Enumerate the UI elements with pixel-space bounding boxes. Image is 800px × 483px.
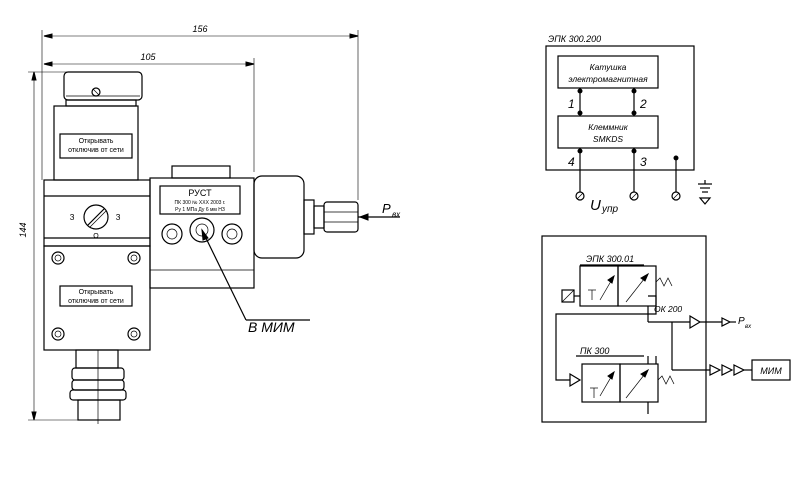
bolt-icon [51,251,65,265]
pin3-label: 3 [640,155,647,169]
warning-label-top [59,133,133,159]
valve-top-label: ЭПК 300.01 [586,254,634,264]
valve-top-cell-left [579,265,619,307]
mode-knob-icon [83,204,109,230]
outlet-label: В МИМ [248,319,295,335]
terminal-line1: Клеммник [588,122,628,132]
terminal-icon [671,191,681,201]
terminal-icon [629,191,639,201]
pilot-icon [569,372,582,388]
pin4-label: 4 [568,155,575,169]
warning-top-line1: Открывать [79,138,114,145]
warning-label-bottom [59,285,133,307]
spring-icon [657,375,675,385]
plate-title: РУСТ [188,188,212,198]
actuator-box [751,359,791,381]
knob-left-label: З [70,213,75,222]
pneu-inlet-p: P [738,316,745,327]
flange: З З О [43,179,151,265]
inlet-arrow-icon [721,317,732,327]
valve-body: РУСТ ПК 300 № ХХХ 2003 г. Ру 1 МПа Ду 6 … [149,165,255,289]
check-valve-icon [689,314,702,330]
dim-156-label: 156 [192,24,207,34]
actuator-label: МИМ [760,366,782,376]
voltage-label: U [590,197,601,214]
valve-bottom-cell-right [619,363,659,403]
bolt-icon [127,251,141,265]
wiring-diagram: ЭПК 300.200 Катушка электромагнитная Кле… [545,34,712,215]
name-plate [159,185,241,215]
inlet-p-label: P [382,201,391,216]
coil-line2: электромагнитная [568,74,648,84]
outlet-arrow-icon [709,364,722,376]
terminal-icon [575,191,585,201]
coil-box [557,55,659,89]
lower-housing: Открывать отключив от сети [43,245,151,351]
terminal-line2: SMKDS [593,134,624,144]
warning-top-line2: отключив от сети [68,147,124,154]
valve-bottom-cell-left [581,363,621,403]
dim-105-label: 105 [140,52,156,62]
ground-icon [698,180,712,205]
dimension-overall-width: 156 [41,24,359,200]
dim-144-label: 144 [18,222,28,237]
device-drawing: 156 105 144 [18,24,401,424]
knob-bottom-label: О [93,233,99,240]
inlet-indicator: P вх [358,201,401,221]
knob-right-label: З [116,213,121,222]
plate-line1: ПК 300 № ХХХ 2003 г. [175,200,226,206]
coil-cap [63,71,143,107]
cap-screw-icon [91,87,101,97]
pin2-label: 2 [639,97,647,111]
coil-line1: Катушка [590,62,627,72]
check-valve-label: ОК 200 [654,304,682,314]
bottom-fitting [69,349,127,424]
spring-icon [655,277,673,287]
bolt-icon [127,327,141,341]
side-coil [253,175,359,259]
valve-bottom-label: ПК 300 [580,346,609,356]
bolt-icon [51,327,65,341]
terminal-box [557,115,659,149]
outlet-indicator: В МИМ [201,228,310,335]
port-icon [161,223,183,245]
dimension-height: 144 [18,71,80,421]
pin1-label: 1 [568,97,575,111]
plate-line2: Ру 1 МПа Ду 6 мм НЗ [175,207,225,213]
inlet-sub-label: вх [392,210,401,219]
pneumatic-scheme: ЭПК 300.01 ОК 200 P вх ПК 300 [541,235,791,423]
voltage-sub: упр [601,204,619,215]
warning-bottom-line2: отключив от сети [68,298,124,305]
outlet-port-icon [189,217,215,243]
dimension-body-width: 105 [43,52,255,172]
upper-housing: Открывать отключив от сети [53,105,139,181]
valve-top-cell-right [617,265,657,307]
port-icon [221,223,243,245]
wiring-title: ЭПК 300.200 [548,34,601,44]
pneu-inlet-sub: вх [745,324,752,330]
warning-bottom-line1: Открывать [79,289,114,296]
